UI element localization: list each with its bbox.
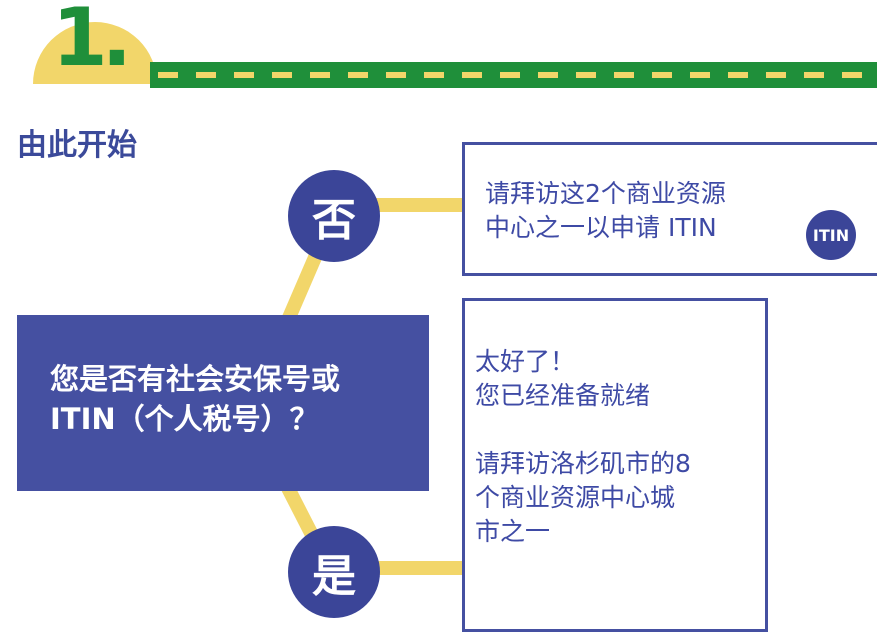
yes-message-line-5: 市之一 bbox=[475, 517, 551, 546]
yellow-semicircle-decoration bbox=[33, 22, 157, 84]
yes-answer-box: 太好了！ 您已经准备就绪 请拜访洛杉矶市的8 个商业资源中心城 市之一 bbox=[462, 298, 768, 632]
yes-message-line-2: 您已经准备就绪 bbox=[475, 381, 651, 410]
no-message-line-2: 中心之一以申请 ITIN bbox=[485, 213, 717, 242]
question-line-1: 您是否有社会安保号或 bbox=[50, 362, 341, 396]
no-answer-box: 请拜访这2个商业资源 中心之一以申请 ITIN bbox=[462, 142, 877, 276]
yes-circle: 是 bbox=[288, 526, 380, 618]
no-circle: 否 bbox=[288, 170, 380, 262]
question-line-2: ITIN（个人税号）？ bbox=[50, 402, 319, 436]
itin-badge: ITIN bbox=[806, 210, 856, 260]
yes-message-line-1: 太好了！ bbox=[475, 347, 576, 376]
yes-message-line-3: 请拜访洛杉矶市的8 bbox=[475, 449, 691, 478]
no-message-line-1: 请拜访这2个商业资源 bbox=[485, 179, 726, 208]
step-number: 1. bbox=[52, 0, 132, 84]
page-title: 由此开始 bbox=[17, 128, 137, 163]
yes-message-line-4: 个商业资源中心城 bbox=[475, 483, 676, 512]
question-box: 您是否有社会安保号或 ITIN（个人税号）？ bbox=[17, 315, 429, 491]
